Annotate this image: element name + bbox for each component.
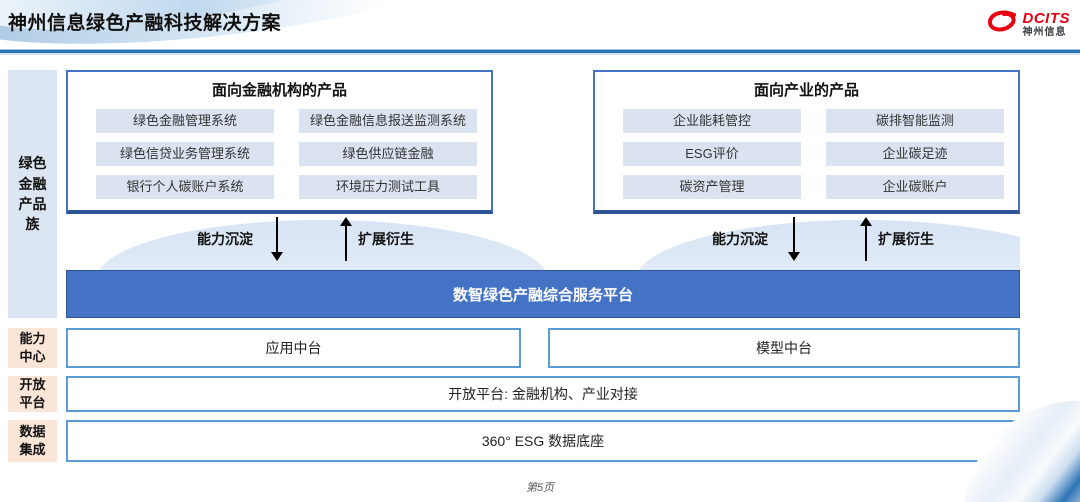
- product-item: 企业能耗管控: [623, 109, 801, 133]
- rail-capability-center: 能力 中心: [8, 328, 57, 368]
- slide-header: 神州信息绿色产融科技解决方案 DCITS 神州信息: [0, 0, 1080, 55]
- group-title: 面向产业的产品: [753, 82, 859, 99]
- group-industry-products: 面向产业的产品 企业能耗管控 碳排智能监测 ESG评价 企业碳足迹 碳资产管理 …: [593, 70, 1020, 214]
- row-application-middle-platform: 应用中台: [66, 328, 521, 368]
- product-item: 绿色金融信息报送监测系统: [299, 109, 477, 133]
- product-item: 绿色信贷业务管理系统: [96, 142, 274, 166]
- down-arrow-icon: [788, 217, 800, 261]
- product-item: 绿色供应链金融: [299, 142, 477, 166]
- group-financial-institution-products: 面向金融机构的产品 绿色金融管理系统 绿色金融信息报送监测系统 绿色信贷业务管理…: [66, 70, 493, 214]
- down-arrow-icon: [271, 217, 283, 261]
- platform-banner: 数智绿色产融综合服务平台: [66, 270, 1020, 318]
- product-item: 环境压力测试工具: [299, 175, 477, 199]
- flow-label-expand-derive-right: 扩展衍生: [878, 231, 934, 247]
- dome-decoration-right: [636, 220, 1020, 270]
- dome-decoration-left: [96, 220, 548, 270]
- page-number: 第5页: [525, 482, 555, 494]
- logo-brand: DCITS: [1022, 10, 1070, 27]
- group-title: 面向金融机构的产品: [211, 82, 347, 99]
- dcits-logo: DCITS 神州信息: [985, 8, 1071, 41]
- product-item: 企业碳足迹: [826, 142, 1004, 166]
- logo-text: DCITS 神州信息: [1023, 11, 1071, 38]
- product-item: 银行个人碳账户系统: [96, 175, 274, 199]
- rail-data-integration: 数据 集成: [8, 420, 57, 462]
- rail-open-platform: 开放 平台: [8, 376, 57, 412]
- flow-label-capability-settle-right: 能力沉淀: [712, 231, 768, 247]
- product-item: 碳排智能监测: [826, 109, 1004, 133]
- up-arrow-icon: [860, 217, 872, 261]
- product-item: ESG评价: [623, 142, 801, 166]
- product-item: 碳资产管理: [623, 175, 801, 199]
- row-model-middle-platform: 模型中台: [548, 328, 1020, 368]
- logo-brand-chinese: 神州信息: [1022, 27, 1067, 38]
- up-arrow-icon: [340, 217, 352, 261]
- rail-green-finance-product-family: 绿色 金融 产品 族: [8, 70, 57, 318]
- corner-swoosh-decoration: [930, 312, 1080, 502]
- group-items: 绿色金融管理系统 绿色金融信息报送监测系统 绿色信贷业务管理系统 绿色供应链金融…: [96, 109, 477, 199]
- dome-decoration-clip: [66, 214, 1020, 270]
- row-open-platform: 开放平台: 金融机构、产业对接: [66, 376, 1020, 412]
- flow-label-expand-derive-left: 扩展衍生: [358, 231, 414, 247]
- row-esg-data-base: 360° ESG 数据底座: [66, 420, 1020, 462]
- page-title: 神州信息绿色产融科技解决方案: [8, 13, 282, 34]
- product-item: 企业碳账户: [826, 175, 1004, 199]
- flow-label-capability-settle-left: 能力沉淀: [197, 231, 253, 247]
- header-divider: [0, 50, 1080, 53]
- product-item: 绿色金融管理系统: [96, 109, 274, 133]
- group-items: 企业能耗管控 碳排智能监测 ESG评价 企业碳足迹 碳资产管理 企业碳账户: [623, 109, 1004, 199]
- corner-swoosh-wing: [930, 354, 1080, 502]
- dcits-logo-swirl-icon: [985, 8, 1019, 41]
